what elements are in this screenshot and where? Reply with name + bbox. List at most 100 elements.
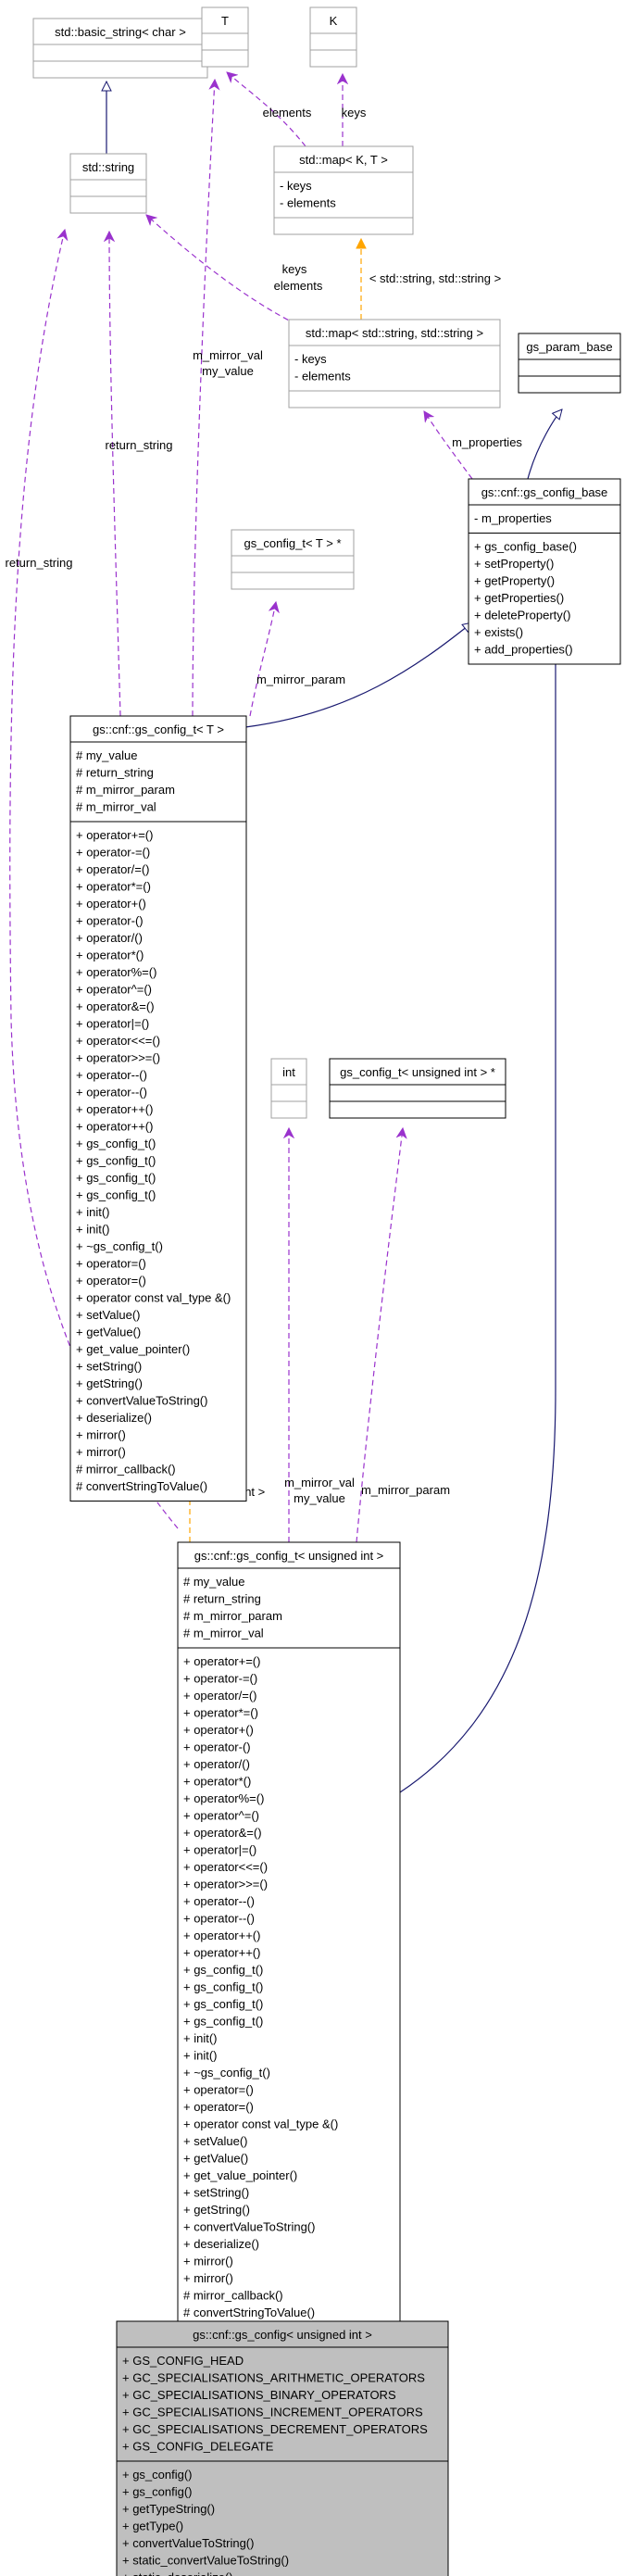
class-method: + getValue() [183, 2152, 248, 2166]
class-method: + deleteProperty() [474, 609, 570, 622]
class-box-map-ss[interactable]: std::map< std::string, std::string >- ke… [288, 319, 501, 408]
class-box-frame [270, 1058, 307, 1119]
class-method: + operator=() [76, 1274, 146, 1288]
class-method: + operator*=() [76, 880, 151, 894]
class-method: + mirror() [183, 2271, 233, 2285]
class-attribute: # m_mirror_param [76, 783, 175, 797]
class-method: + gs_config_t() [76, 1171, 156, 1185]
class-method: + operator--() [183, 1912, 255, 1926]
label-map-keys: keys [342, 106, 367, 119]
class-method: + operator++() [76, 1120, 153, 1134]
class-method: + operator-=() [183, 1672, 257, 1686]
class-method: + operator+=() [183, 1654, 260, 1668]
class-method: + operator<<=() [76, 1034, 160, 1048]
class-method: + deserialize() [183, 2237, 259, 2251]
class-method: + exists() [474, 625, 523, 639]
edge-mapss-string [146, 215, 297, 325]
class-method: + gs_config_t() [76, 1188, 156, 1202]
class-method: + gs_config_t() [183, 1980, 263, 1994]
class-box-gs-config-base[interactable]: gs::cnf::gs_config_base- m_properties+ g… [468, 478, 621, 665]
class-title: T [221, 14, 229, 28]
class-attribute: + GS_CONFIG_HEAD [122, 2354, 244, 2368]
label-T-my-value: my_value [202, 364, 254, 378]
class-box-std-string[interactable]: std::string [69, 153, 147, 214]
class-box-T[interactable]: T [201, 6, 249, 68]
class-box-frame [116, 2320, 449, 2576]
class-box-frame [468, 478, 621, 665]
class-method: + operator&=() [183, 1826, 262, 1840]
class-box-frame [273, 145, 414, 235]
class-attribute: - elements [280, 196, 336, 210]
class-method: + operator/=() [183, 1689, 257, 1703]
class-method: + gs_config_t() [183, 1963, 263, 1977]
class-method: # mirror_callback() [183, 2289, 283, 2303]
class-box-K[interactable]: K [309, 6, 357, 68]
class-method: + convertValueToString() [122, 2536, 254, 2550]
class-method: + operator|=() [76, 1017, 149, 1031]
label-T-return-string: return_string [106, 438, 173, 452]
class-box-gs-config-t-T[interactable]: gs::cnf::gs_config_t< T ># my_value# ret… [69, 715, 247, 1502]
class-method: + operator--() [183, 1894, 255, 1908]
label-map-elements: elements [263, 106, 312, 119]
label-uint-my-value: my_value [294, 1491, 345, 1505]
class-title: gs::cnf::gs_config< unsigned int > [193, 2328, 372, 2342]
class-box-frame [32, 18, 208, 79]
class-method: + getValue() [76, 1326, 141, 1339]
class-method: + operator-() [76, 914, 144, 928]
class-method: + setProperty() [474, 557, 554, 571]
class-method: + operator/() [76, 931, 143, 945]
class-method: + get_value_pointer() [76, 1342, 190, 1356]
class-attribute: # my_value [183, 1575, 244, 1589]
class-title: gs_config_t< T > * [244, 536, 341, 550]
edge-configuint-ptr [356, 1128, 403, 1543]
class-box-basic-string[interactable]: std::basic_string< char > [32, 18, 208, 79]
class-method: + init() [183, 2049, 217, 2063]
class-method: + init() [183, 2031, 217, 2045]
class-method: + setValue() [76, 1308, 141, 1322]
label-return-string-left: return_string [6, 556, 73, 570]
class-box-gs-config-t-T-ptr[interactable]: gs_config_t< T > * [231, 529, 355, 590]
class-method: + gs_config_t() [183, 2015, 263, 2029]
class-method: + operator++() [76, 1102, 153, 1116]
class-method: + operator--() [76, 1086, 147, 1100]
class-box-gs-config-t-uint[interactable]: gs::cnf::gs_config_t< unsigned int ># my… [177, 1541, 401, 2328]
class-box-frame [231, 529, 355, 590]
class-box-map-KT[interactable]: std::map< K, T >- keys- elements [273, 145, 414, 235]
class-method: + setString() [183, 2186, 249, 2200]
class-method: + operator++() [183, 1946, 260, 1960]
class-method: + operator=() [183, 2083, 254, 2097]
class-method: + static_convertValueToString() [122, 2554, 289, 2568]
class-title: std::basic_string< char > [55, 25, 186, 39]
class-title: gs::cnf::gs_config_base [481, 485, 608, 499]
class-method: + operator^=() [76, 983, 152, 997]
class-method: + gs_config_t() [183, 1997, 263, 2011]
class-box-frame [69, 153, 147, 214]
edge-configT-string [109, 232, 121, 717]
class-box-gs-param-base[interactable]: gs_param_base [518, 333, 621, 394]
class-method: + getType() [122, 2519, 183, 2533]
class-method: + operator*() [76, 949, 144, 962]
class-method: + operator%=() [76, 965, 156, 979]
class-attribute: + GC_SPECIALISATIONS_ARITHMETIC_OPERATOR… [122, 2371, 425, 2385]
class-method: + operator*=() [183, 1706, 258, 1720]
class-method: + mirror() [76, 1428, 126, 1442]
class-method: + operator=() [183, 2100, 254, 2114]
edge-configT-ptr [249, 602, 276, 717]
label-m-mirror-param-T: m_mirror_param [256, 672, 345, 686]
class-box-frame [329, 1058, 506, 1119]
class-box-int[interactable]: int [270, 1058, 307, 1119]
label-uint-mirror-param: m_mirror_param [361, 1483, 450, 1497]
class-box-gs-config-t-uint-ptr[interactable]: gs_config_t< unsigned int > * [329, 1058, 506, 1119]
class-attribute: - elements [294, 370, 351, 383]
class-method: + operator+() [76, 897, 146, 911]
label-template-string: < std::string, std::string > [369, 271, 501, 285]
class-attribute: # return_string [183, 1592, 261, 1606]
class-method: + operator const val_type &() [76, 1291, 231, 1305]
class-box-gs-config-uint[interactable]: gs::cnf::gs_config< unsigned int >+ GS_C… [116, 2320, 449, 2576]
class-method: + operator+=() [76, 828, 153, 842]
class-method: + setValue() [183, 2134, 248, 2148]
class-title: std::string [82, 160, 134, 174]
edge-configuint-inherits-config-base [399, 622, 556, 1793]
class-method: + static_deserialize() [122, 2570, 233, 2576]
class-attribute: - keys [280, 179, 312, 193]
